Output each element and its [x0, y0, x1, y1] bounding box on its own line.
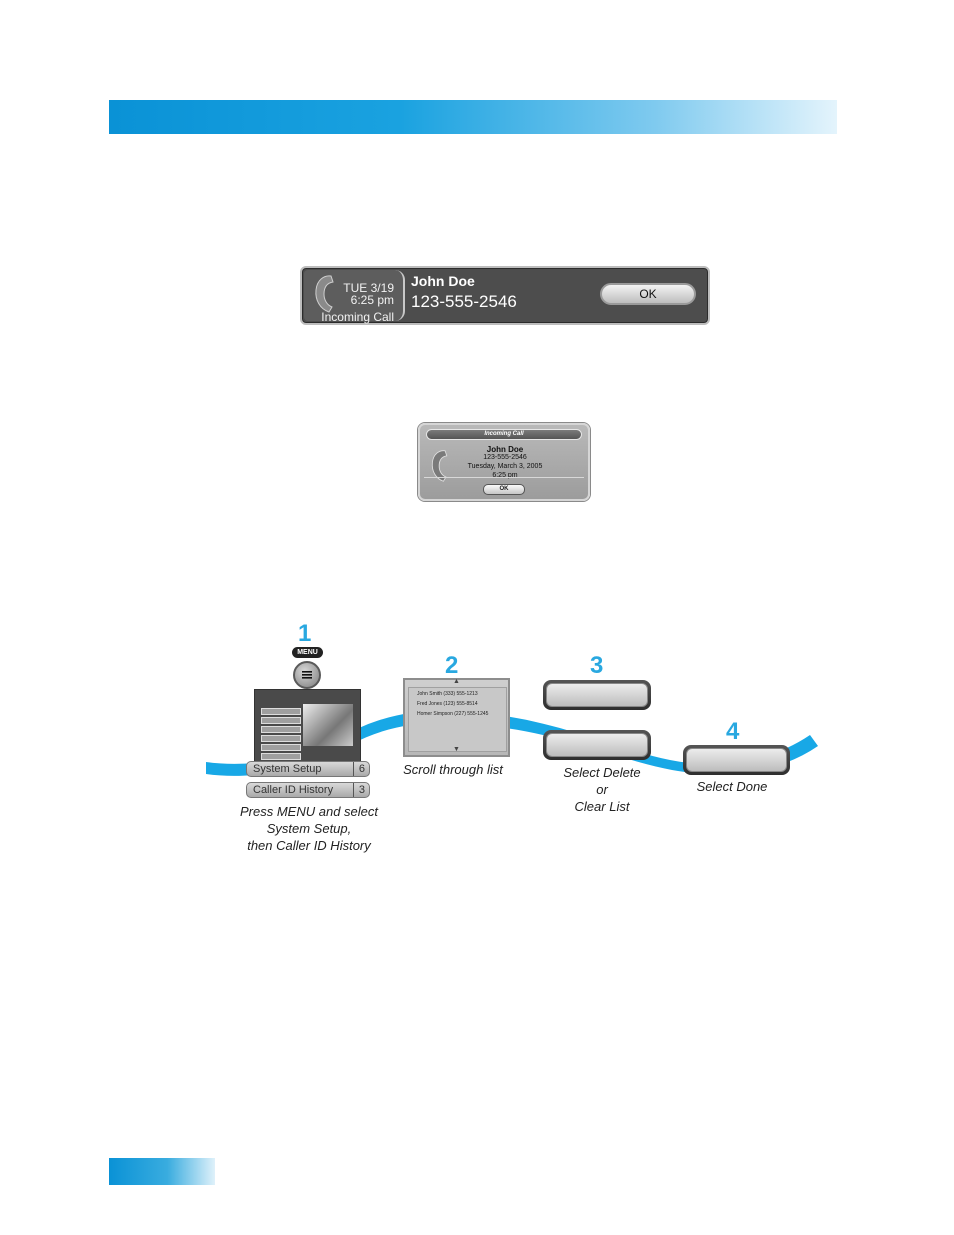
main-menu-screenshot [254, 689, 361, 767]
list-item[interactable]: John Smith (333) 555-1213 [417, 691, 478, 697]
dialog-divider [424, 477, 584, 478]
caption-line: Scroll through list [403, 762, 503, 777]
option-number: 3 [352, 783, 365, 797]
step-number-4: 4 [726, 718, 740, 745]
caller-id-banner: TUE 3/19 6:25 pm Incoming Call John Doe … [300, 266, 710, 325]
caller-list-screenshot: ▲ John Smith (333) 555-1213 Fred Jones (… [403, 678, 510, 757]
step-4-caption: Select Done [680, 778, 784, 795]
step-1-caption: Press MENU and select System Setup, then… [224, 803, 394, 854]
caption-line: Press MENU and select [240, 804, 378, 819]
menu-screen-item [261, 726, 301, 733]
menu-lines-icon [302, 671, 312, 679]
banner-time: 6:25 pm [350, 293, 394, 307]
menu-option-caller-id-history[interactable]: Caller ID History 3 [246, 782, 370, 798]
menu-screen-item [261, 744, 301, 751]
footer-band [109, 1158, 215, 1185]
scroll-down-icon[interactable]: ▼ [453, 746, 460, 753]
menu-button-icon[interactable] [293, 661, 321, 689]
banner-info-panel: TUE 3/19 6:25 pm Incoming Call [304, 270, 405, 324]
scroll-up-icon[interactable]: ▲ [453, 678, 460, 685]
list-item[interactable]: Fred Jones (123) 555-8514 [417, 701, 478, 707]
caption-line: then Caller ID History [247, 838, 371, 853]
banner-caller-name: John Doe [411, 273, 475, 289]
caption-line: Select Done [696, 779, 768, 794]
menu-screen-preview [303, 704, 353, 746]
menu-option-system-setup[interactable]: System Setup 6 [246, 761, 370, 777]
menu-label: MENU [292, 647, 323, 658]
dialog-time: 6:25 pm [492, 472, 518, 479]
dialog-caller-number: 123-555-2546 [483, 454, 527, 461]
menu-screen-item [261, 753, 301, 760]
banner-caller-number: 123-555-2546 [411, 292, 517, 311]
menu-screen-item [261, 717, 301, 724]
delete-button[interactable] [543, 680, 651, 710]
button-face [686, 748, 787, 772]
list-item[interactable]: Homer Simpson (227) 555-1245 [417, 711, 489, 717]
step-number-1: 1 [298, 620, 312, 647]
caption-line: or [596, 782, 608, 797]
step-number-3: 3 [590, 652, 604, 679]
dialog-title: Incoming Call [426, 429, 582, 440]
dialog-ok-button[interactable]: OK [483, 484, 525, 495]
button-face [546, 733, 648, 757]
phone-handset-icon [315, 275, 334, 313]
dialog-caller-name: John Doe [486, 445, 524, 454]
caption-line: Select Delete [563, 765, 641, 780]
header-band [109, 100, 837, 134]
step-number-2: 2 [445, 652, 459, 679]
banner-date: TUE 3/19 [343, 281, 394, 295]
caller-list: John Smith (333) 555-1213 Fred Jones (12… [408, 687, 507, 752]
banner-ok-button[interactable]: OK [600, 283, 696, 305]
menu-screen-item [261, 735, 301, 742]
step-3-caption: Select Delete or Clear List [546, 764, 658, 815]
option-label: System Setup [253, 763, 322, 775]
step-2-caption: Scroll through list [390, 761, 516, 778]
option-label: Caller ID History [253, 784, 334, 796]
banner-call-type: Incoming Call [321, 310, 394, 324]
menu-screen-item [261, 708, 301, 715]
incoming-call-dialog: Incoming Call John Doe 123-555-2546 Tues… [418, 423, 590, 501]
clear-list-button[interactable] [543, 730, 651, 760]
option-number: 6 [352, 762, 365, 776]
caption-line: System Setup, [266, 821, 352, 836]
dialog-date: Tuesday, March 3, 2005 [467, 463, 543, 470]
caption-line: Clear List [574, 799, 630, 814]
done-button[interactable] [683, 745, 790, 775]
button-face [546, 683, 648, 707]
